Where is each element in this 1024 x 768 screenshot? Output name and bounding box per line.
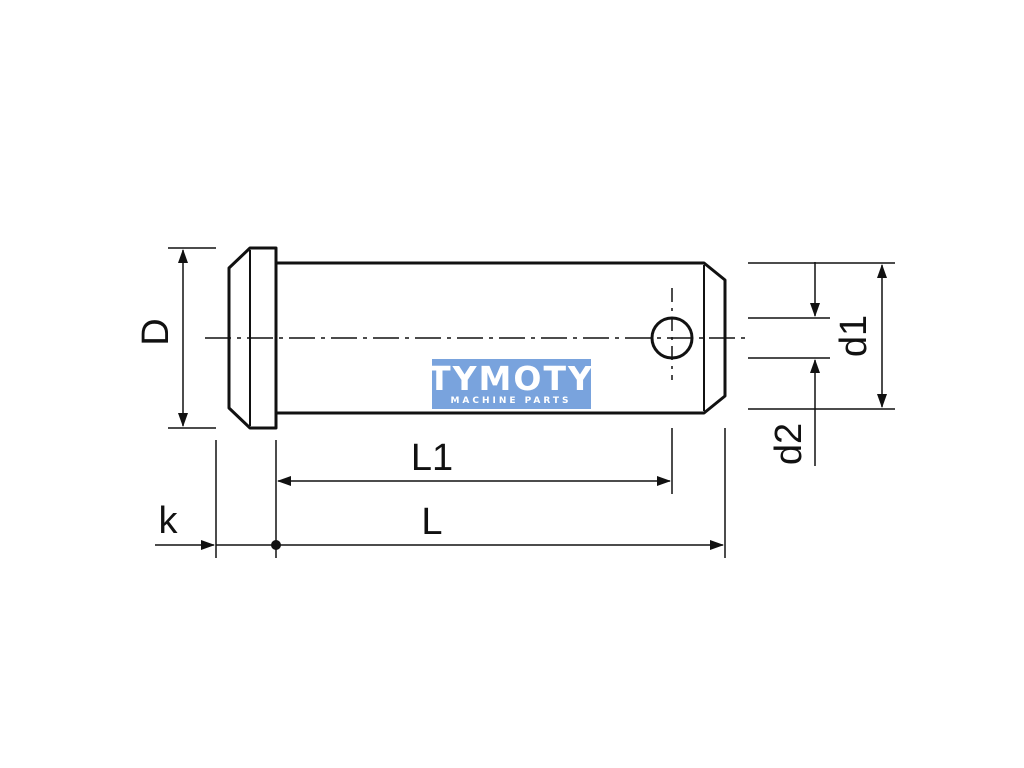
dimension-k	[155, 440, 272, 558]
dimension-L1	[275, 428, 673, 558]
label-k: k	[159, 500, 179, 542]
dimension-d1	[748, 262, 895, 410]
label-D: D	[135, 318, 177, 345]
dimension-L	[278, 428, 726, 558]
label-L1: L1	[411, 437, 453, 479]
dimension-d2	[748, 262, 830, 466]
svg-text:TYMOTY: TYMOTY	[428, 359, 594, 398]
label-d2: d2	[768, 423, 810, 465]
svg-text:MACHINE PARTS: MACHINE PARTS	[450, 396, 571, 406]
label-L: L	[421, 501, 442, 543]
label-d1: d1	[833, 315, 875, 357]
dimension-L-origin-dot	[271, 540, 281, 550]
dimension-D	[168, 247, 216, 429]
tymoty-watermark-logo: TYMOTY MACHINE PARTS	[428, 359, 594, 409]
